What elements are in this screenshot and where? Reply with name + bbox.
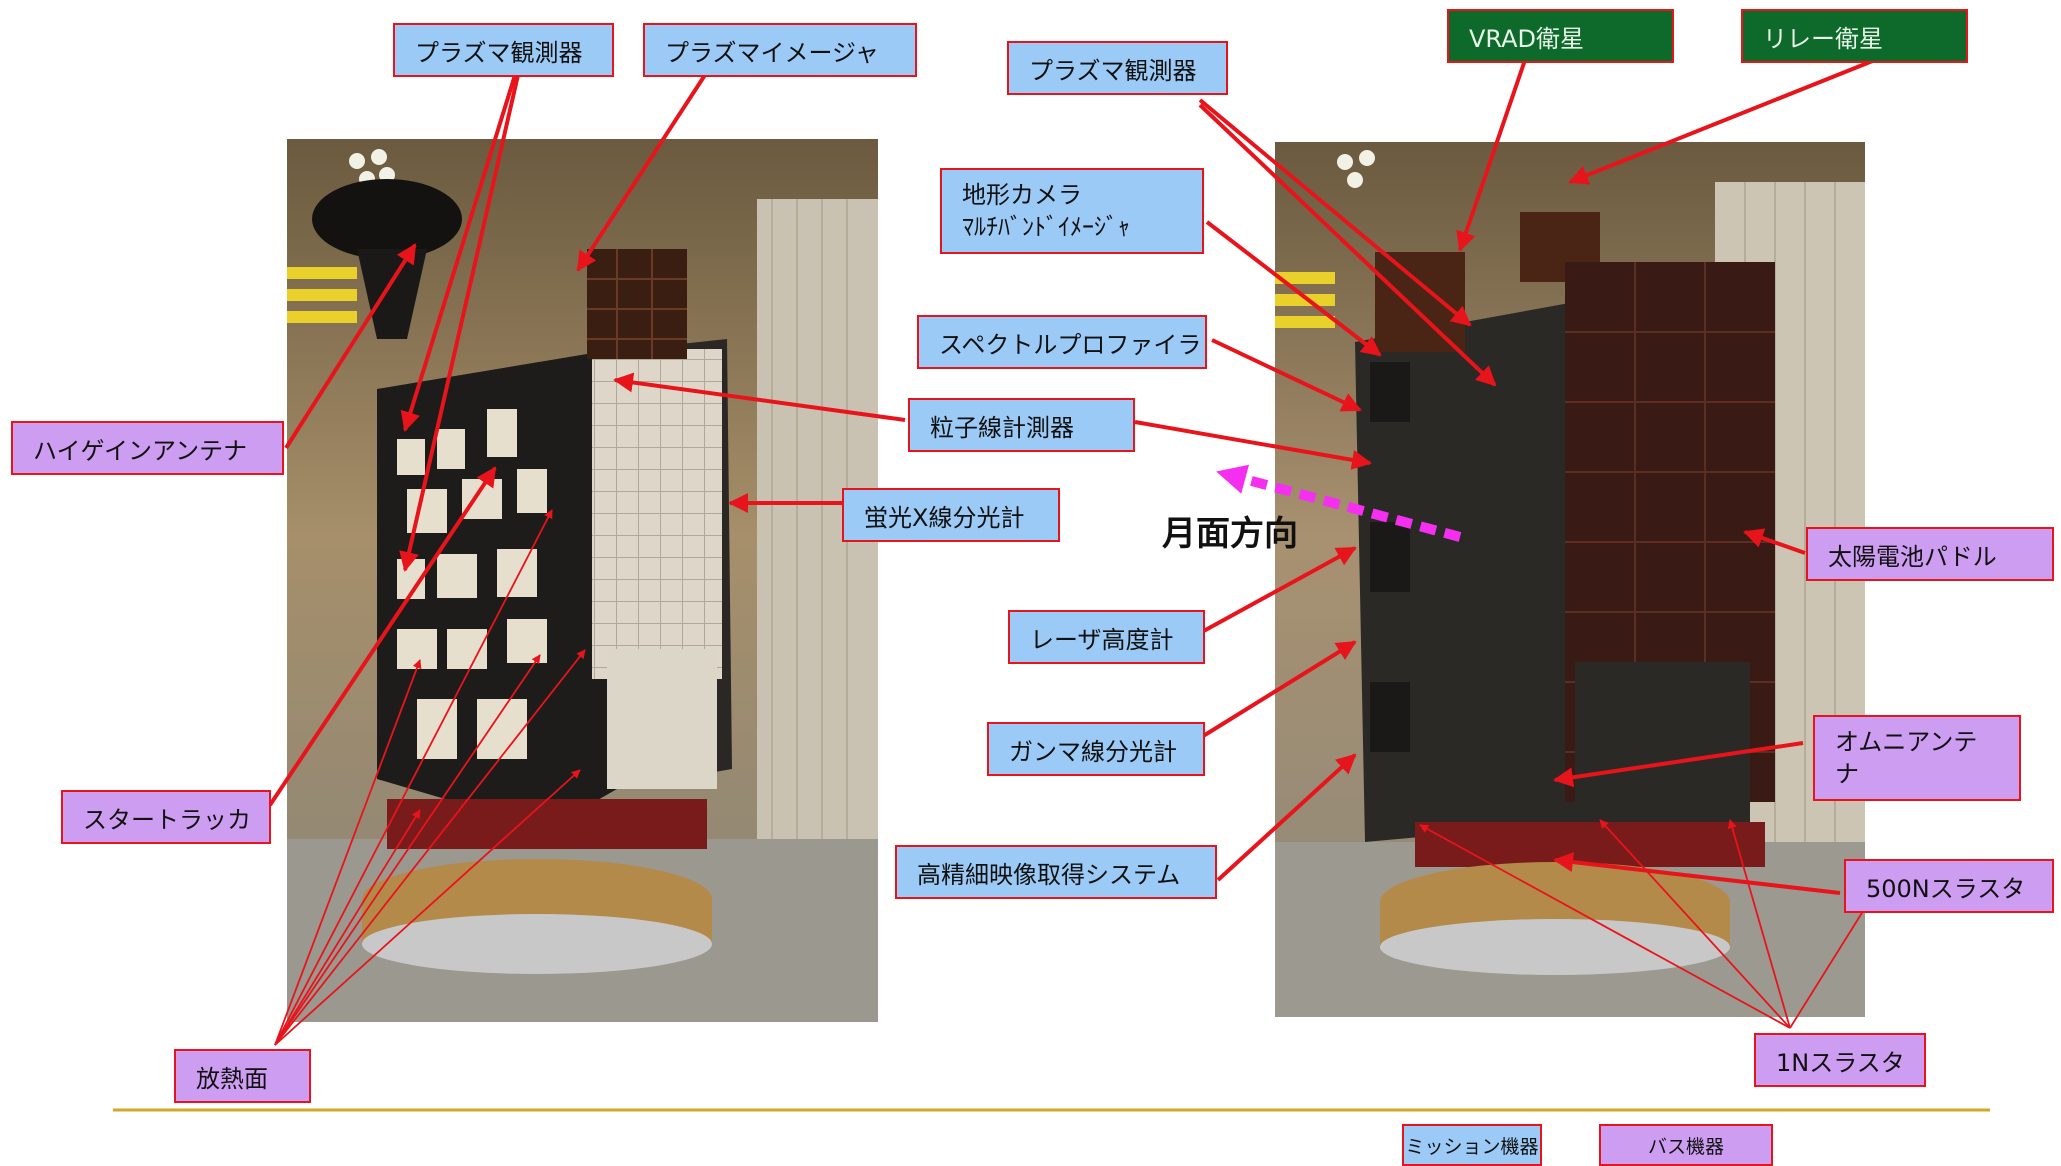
label-omni-antenna: オムニアンテ ナ: [1813, 715, 2021, 801]
label-hdtv: 高精細映像取得システム: [895, 845, 1217, 899]
label-spectral-profiler: スペクトルプロファイラ: [917, 315, 1207, 369]
label-plasma-imager: プラズマイメージャ: [643, 23, 917, 77]
lunar-direction-label: 月面方向: [1162, 514, 1298, 554]
label-high-gain-antenna: ハイゲインアンテナ: [11, 421, 284, 475]
label-laser-altimeter: レーザ高度計: [1008, 610, 1205, 664]
label-solar-paddle: 太陽電池パドル: [1806, 527, 2054, 581]
label-star-tracker: スタートラッカ: [61, 790, 271, 844]
label-xray: 蛍光X線分光計: [842, 488, 1060, 542]
left-satellite-photo: [287, 139, 878, 1022]
label-plasma-observer-left: プラズマ観測器: [393, 23, 614, 77]
label-radiator: 放熱面: [174, 1049, 311, 1103]
label-500n-thruster: 500Nスラスタ: [1844, 859, 2054, 913]
label-particle: 粒子線計測器: [908, 398, 1135, 452]
lunar-direction-arrow: [1216, 464, 1462, 542]
legend-mission: ミッション機器: [1402, 1124, 1542, 1166]
right-satellite-photo: [1275, 142, 1865, 1017]
label-plasma-observer-right: プラズマ観測器: [1007, 41, 1228, 95]
label-1n-thruster: 1Nスラスタ: [1754, 1033, 1926, 1087]
label-gamma: ガンマ線分光計: [987, 722, 1205, 776]
label-relay: リレー衛星: [1741, 9, 1968, 63]
label-terrain-camera: 地形カメラ ﾏﾙﾁﾊﾞﾝﾄﾞｲﾒｰｼﾞｬ: [940, 168, 1204, 254]
label-vrad: VRAD衛星: [1447, 9, 1674, 63]
legend-bus: バス機器: [1599, 1124, 1773, 1166]
